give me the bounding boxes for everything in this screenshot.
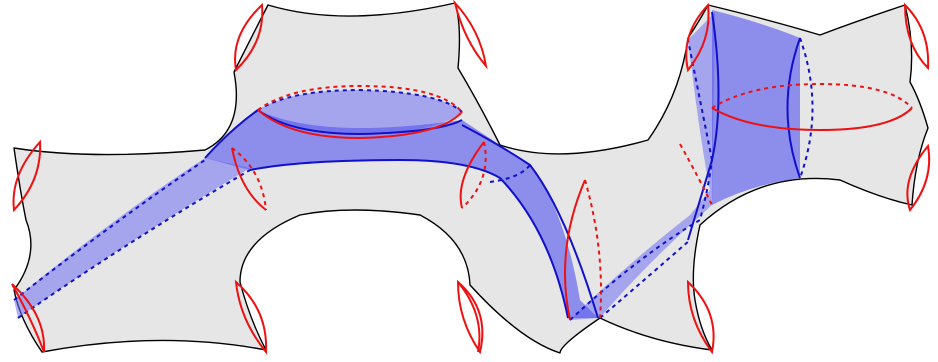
- red-cuffs: [11, 0, 931, 355]
- cuff-top-left-2: [453, 0, 488, 70]
- tube-edge-main-upper: [204, 109, 259, 159]
- tube-edge-left-lower-dashed: [17, 169, 251, 319]
- tube-edge-main-lower: [249, 158, 569, 319]
- cuff-left-top: [12, 139, 42, 213]
- cuff-top-left-1: [234, 2, 264, 73]
- blue-curves: [13, 11, 814, 321]
- cuff-top-right-ellipse-front: [711, 107, 913, 132]
- cuff-bottom-right-1: [686, 279, 715, 355]
- cuff-bottom-center-right: [456, 279, 484, 355]
- cuff-top-middle-back: [257, 84, 463, 113]
- tube-upper-right-band: [712, 10, 800, 205]
- blue-tube-back: [14, 12, 715, 320]
- tube-main-band: [205, 110, 598, 318]
- cuff-top-middle-front: [257, 109, 463, 140]
- cuff-top-right-ellipse-back: [711, 82, 913, 109]
- blue-tube-front: [205, 10, 800, 318]
- cuff-right-bottom: [906, 143, 931, 213]
- cuff-middle-right-back: [461, 141, 487, 209]
- cuff-top-right-2: [903, 2, 930, 71]
- tube-edge-right-dashed-2: [599, 239, 691, 319]
- right-cuff-front: [786, 37, 801, 179]
- tube-edge-left-upper-dashed: [13, 159, 206, 301]
- right-cuff-back: [799, 37, 814, 179]
- tube-edge-right-dashed-1: [569, 159, 713, 321]
- cuff-top-right-1: [685, 2, 710, 73]
- tube-right-lower-segment: [570, 12, 715, 320]
- tube-top-ellipse-fill: [258, 90, 462, 134]
- cuff-bottom-right-2: [457, 281, 481, 353]
- cuff-lower-middle-front: [564, 179, 586, 321]
- cuff-left-bottom: [11, 283, 46, 353]
- cuff-bottom-center-left: [234, 279, 268, 355]
- tube-edge-right-vertical: [687, 11, 720, 241]
- cuff-middle-left-front: [231, 147, 267, 211]
- cuff-middle-left-back: [231, 147, 267, 211]
- top-ellipse-back: [257, 88, 463, 113]
- tube-edge-middle-dashed: [489, 164, 531, 183]
- tube-left-segment: [14, 158, 250, 318]
- cuff-middle-right-front: [459, 141, 485, 209]
- tube-edge-main-right: [461, 124, 599, 319]
- top-ellipse-front: [257, 109, 463, 136]
